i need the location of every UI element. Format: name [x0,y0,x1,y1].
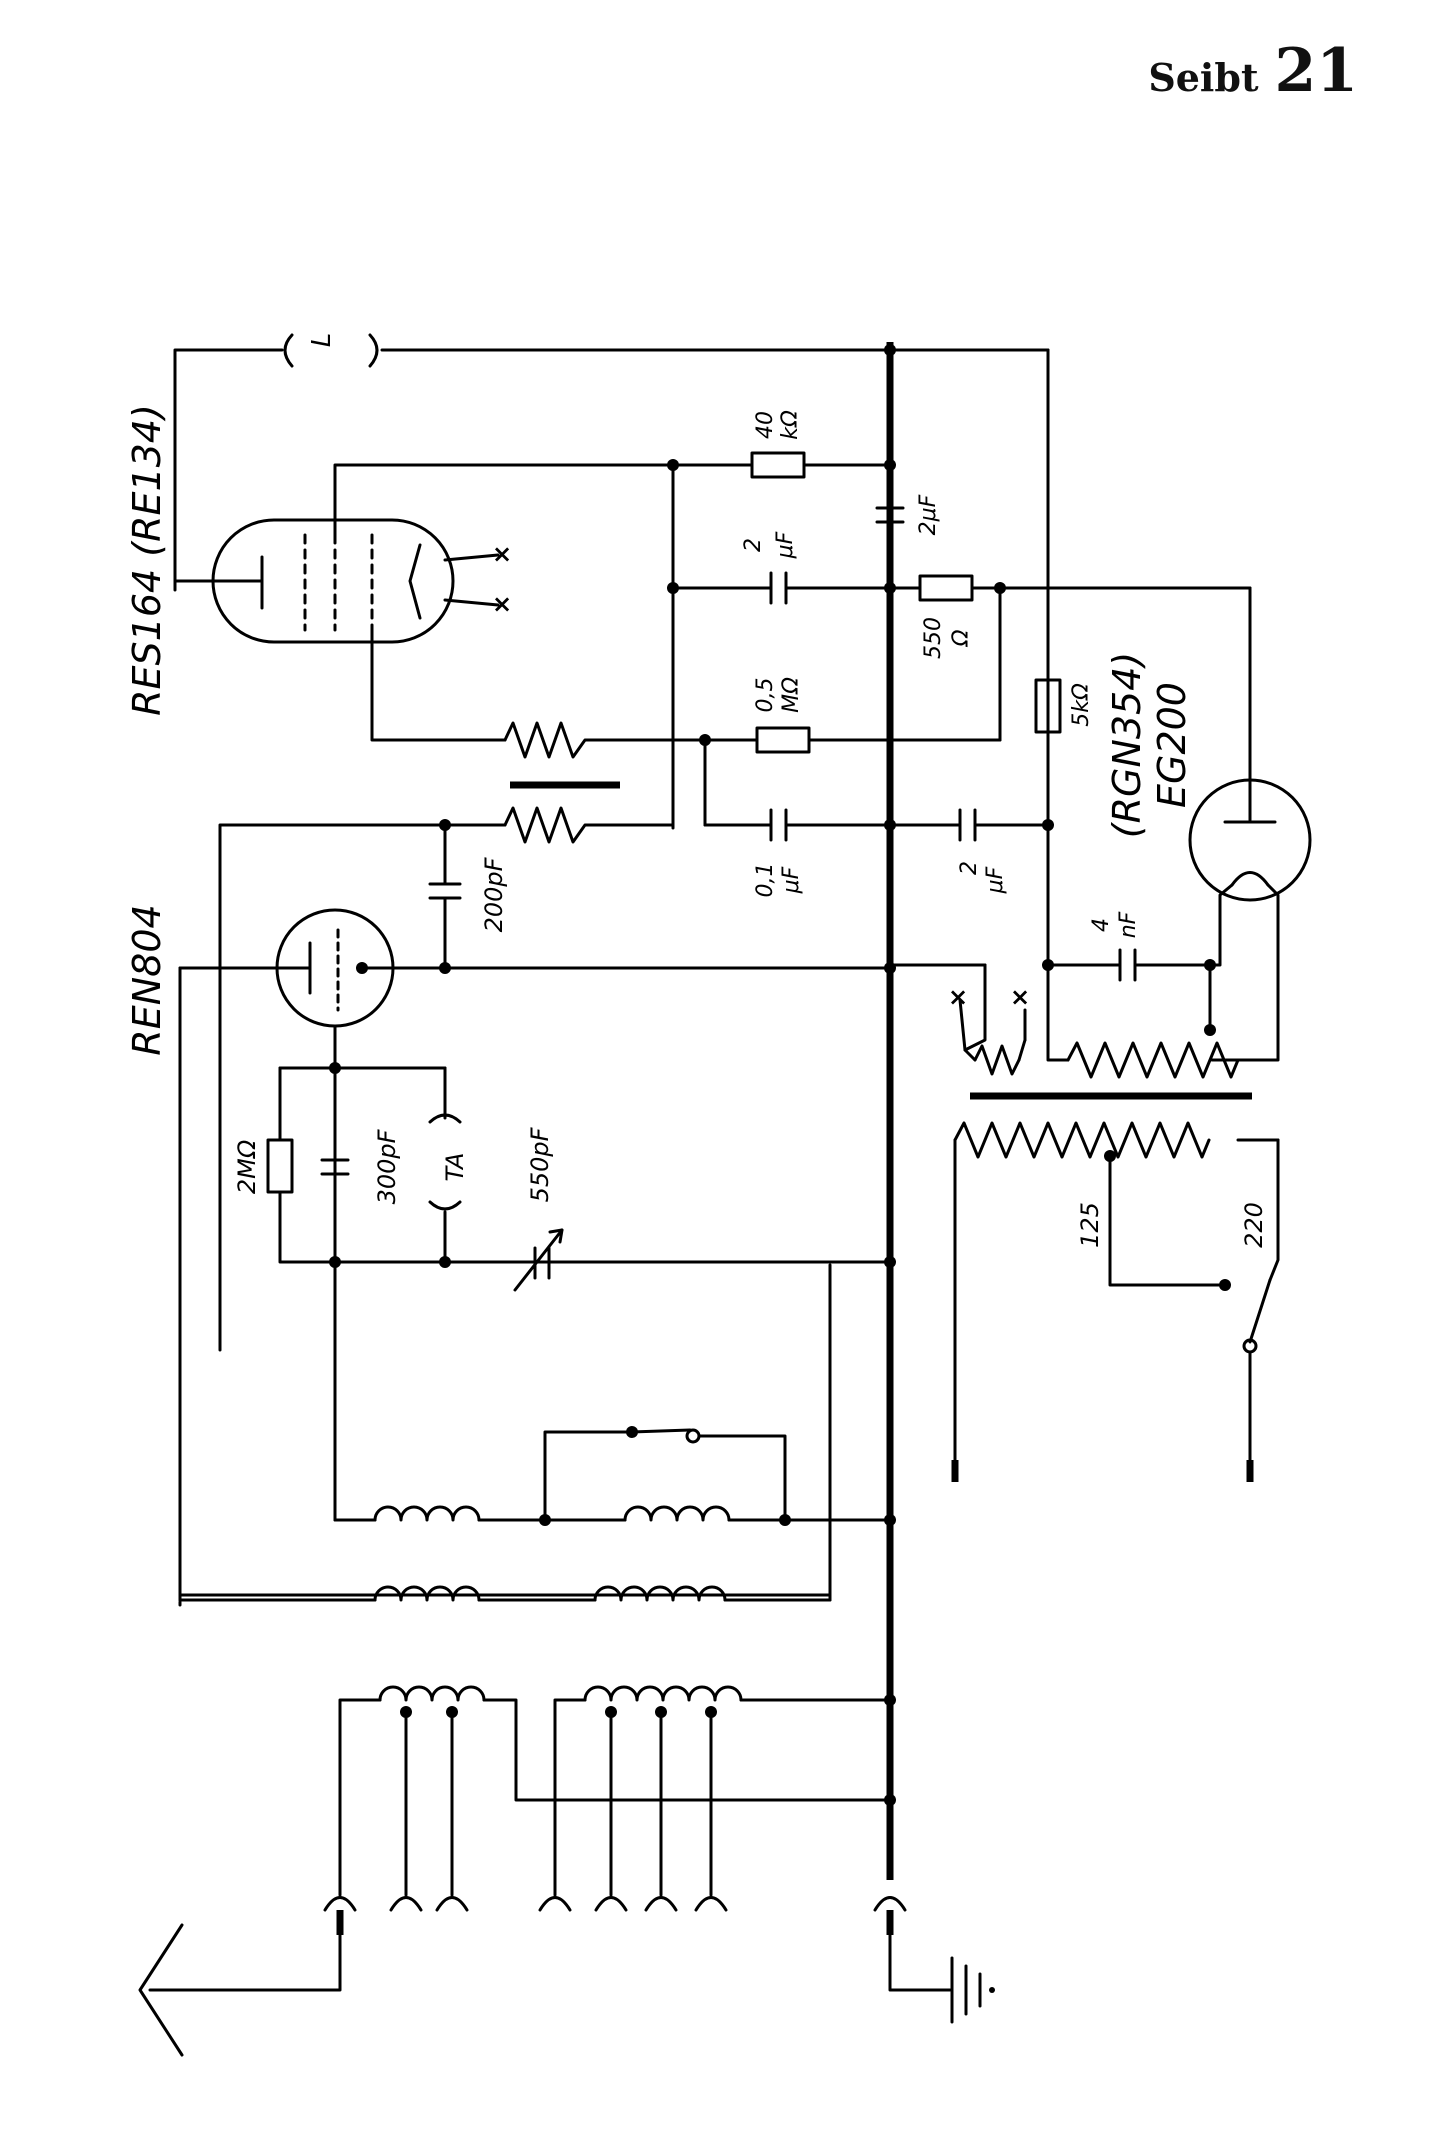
label-550-unit: Ω [949,629,974,647]
coil-row-2 [178,1585,832,1607]
coil-row-1 [333,1263,896,1526]
ground-icon [888,1933,995,2024]
label-2uf-top-value: 2 [741,538,766,552]
label-tap-220: 220 [1240,1202,1268,1248]
label-2uf-vertical: 2μF [916,494,941,535]
label-300pf: 300pF [373,1128,401,1204]
label-05m-value: 0,5 [753,678,778,713]
power-transformer: × × 125 220 [888,963,1280,1482]
audio-transformer [218,721,707,1352]
label-01uf-value: 0,1 [753,863,778,898]
tube-eg200 [1188,778,1312,1062]
capacitor-200pf: 200pF [428,823,508,970]
label-ta: TA [441,1153,469,1182]
grid-network: 2MΩ 300pF TA [233,1062,896,1268]
resistor-550: 550 Ω [918,574,1252,659]
label-05m-unit: MΩ [779,677,804,713]
brand-name: Seibt [1148,55,1259,100]
label-2uf-top-unit: μF [773,531,798,559]
page-header: Seibt 21 [1148,36,1358,106]
capacitor-4nf: 4 nF [1042,911,1216,982]
label-40k-value: 40 [753,411,778,439]
svg-text:×: × [1010,983,1030,1011]
label-ren804: REN804 [125,904,169,1055]
label-2m: 2MΩ [233,1139,261,1194]
svg-text:×: × [492,540,512,568]
antenna-sockets [323,1896,907,1935]
antenna-coils [338,1685,896,1897]
capacitor-2uf-top: 2 μF [667,531,922,605]
choke-label: L [307,333,337,348]
choke-l: L [307,333,337,348]
capacitor-01uf: 0,1 μF [703,808,896,898]
label-2uf-lower-unit: μF [983,866,1008,894]
label-550pf: 550pF [526,1126,554,1202]
capacitor-2uf-lower: 2 μF [888,808,1054,894]
resistor-40k: 40 kΩ [667,410,896,479]
label-4nf-value: 4 [1089,918,1114,932]
label-40k-unit: kΩ [778,410,803,440]
page-number: 21 [1274,36,1359,106]
svg-text:×: × [948,983,968,1011]
label-res164: RES164 (RE134) [125,404,169,716]
label-eg200: EG200 [1150,682,1194,808]
label-01uf-unit: μF [779,866,804,894]
label-rgn354: (RGN354) [1105,652,1149,838]
label-2uf-lower-value: 2 [957,861,982,875]
svg-text:×: × [492,590,512,618]
tube-res164: × × [173,463,675,742]
capacitor-550pf-variable: 550pF [513,1126,564,1292]
antenna-icon [138,1923,342,2057]
label-5k: 5kΩ [1069,683,1094,727]
resistor-5k: 5kΩ [1034,678,1094,967]
capacitor-2uf-vertical: 2μF [875,494,941,535]
label-200pf: 200pF [480,856,508,932]
label-4nf-unit: nF [1116,911,1141,938]
tube-ren804 [178,908,896,1597]
top-supply-line [173,333,1050,824]
resistor-05m: 0,5 MΩ [699,677,1002,754]
label-550-value: 550 [921,617,946,659]
label-tap-125: 125 [1076,1202,1104,1248]
